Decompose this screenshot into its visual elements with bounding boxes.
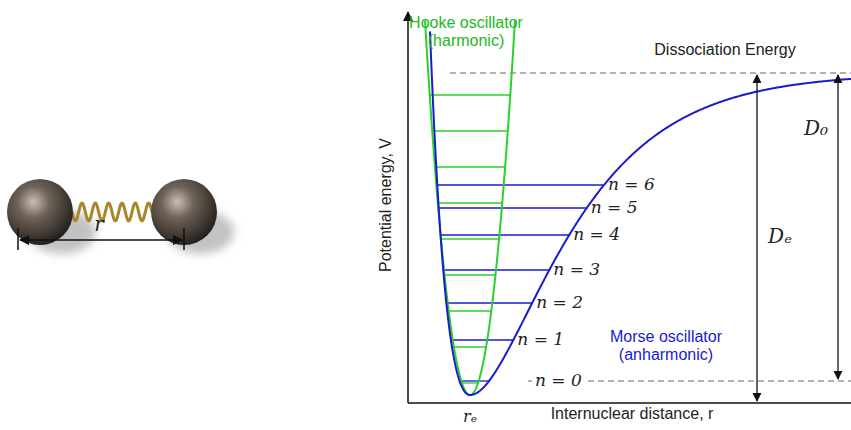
morse-level bbox=[460, 380, 489, 381]
level-label: n = 0 bbox=[532, 371, 585, 391]
morse-level bbox=[437, 184, 604, 185]
de-arrow bbox=[756, 75, 757, 401]
y-axis bbox=[407, 12, 409, 403]
harmonic-level bbox=[445, 274, 496, 275]
axis-note: Dissociation Energy bbox=[654, 41, 795, 59]
level-label: n = 4 bbox=[573, 225, 620, 245]
harmonic-level bbox=[438, 202, 502, 203]
morse-level bbox=[441, 234, 570, 235]
axis-title: Internuclear distance, r bbox=[551, 405, 714, 423]
spring bbox=[72, 203, 152, 221]
energy-label: Dₑ bbox=[768, 225, 792, 248]
atom bbox=[7, 179, 73, 245]
morse-curve bbox=[430, 31, 851, 395]
axis-tick: rₑ bbox=[463, 408, 477, 426]
morse-level bbox=[446, 302, 532, 303]
distance-label: r bbox=[94, 213, 104, 236]
curve-label: Morse oscillator (anharmonic) bbox=[601, 328, 731, 365]
harmonic-level bbox=[449, 310, 492, 311]
level-label: n = 3 bbox=[553, 260, 600, 280]
energy-label: D₀ bbox=[804, 117, 828, 140]
harmonic-level bbox=[432, 130, 508, 131]
distance-arrow bbox=[20, 239, 182, 241]
harmonic-level bbox=[454, 346, 486, 347]
molecule-illustration bbox=[7, 179, 234, 254]
morse-level bbox=[451, 339, 513, 340]
level-label: n = 5 bbox=[591, 198, 638, 218]
harmonic-level bbox=[435, 166, 505, 167]
level-label: n = 1 bbox=[517, 330, 564, 350]
plot-area bbox=[408, 12, 851, 403]
harmonic-level bbox=[430, 94, 511, 95]
axis-title: Potential energy, V bbox=[377, 138, 395, 272]
d0-arrow bbox=[837, 75, 838, 379]
morse-level bbox=[439, 207, 587, 208]
level-label: n = 2 bbox=[536, 293, 583, 313]
curve-label: Hooke oscillator (harmonic) bbox=[401, 14, 531, 51]
x-axis bbox=[408, 402, 851, 404]
dissociation-line bbox=[450, 72, 851, 73]
harmonic-level bbox=[462, 382, 478, 383]
harmonic-level bbox=[441, 238, 499, 239]
level-label: n = 6 bbox=[608, 175, 655, 195]
